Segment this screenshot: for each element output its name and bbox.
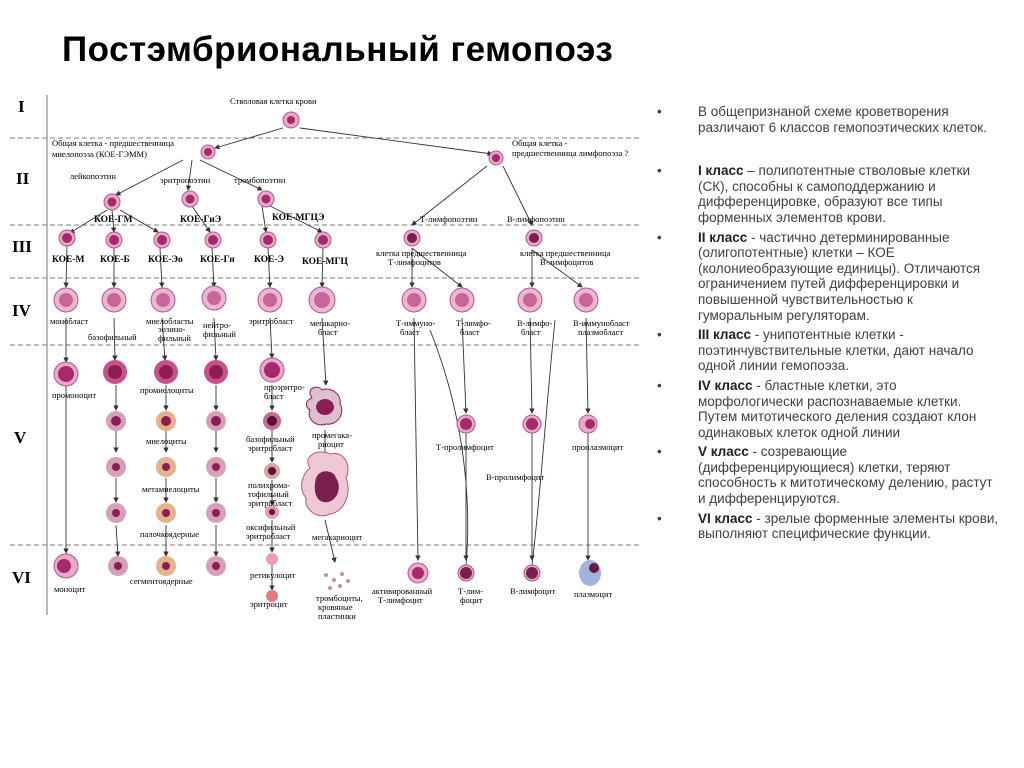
label-b-lymphoblast: В-лимфо- xyxy=(517,318,552,328)
class-label: III xyxy=(12,237,32,256)
label-basophil: базофильный xyxy=(88,332,137,342)
label-koe-gm: КОЕ-ГМ xyxy=(94,215,132,225)
label-monocyte: моноцит xyxy=(54,584,86,594)
page-title: Постэмбриональный гемопоэз xyxy=(62,30,614,69)
label-t-prog: Т-лимфоцитов xyxy=(388,257,441,267)
label-polychromo-erythroblast: тофильный xyxy=(248,489,289,499)
label-t-immunoblast: бласт xyxy=(400,327,420,337)
label-promegakaryocyte: промегака- xyxy=(312,430,352,440)
class-label: II xyxy=(16,169,30,188)
label-koe-mgce: КОЕ-МГЦЭ xyxy=(272,213,324,223)
label-proerythroblast: бласт xyxy=(264,391,284,401)
reticulocyte-cell xyxy=(266,553,278,565)
label-t-prolymphocyte: Т-пролимфоцит xyxy=(436,442,494,452)
label-t-prog: клетка предшественница xyxy=(376,248,466,258)
label-reticulocyte: ретикулоцит xyxy=(250,570,296,580)
note-item: VI класс - зрелые форменные элементы кро… xyxy=(655,511,1000,542)
label-myeloblasts: миелобласты xyxy=(146,316,194,326)
cells xyxy=(53,111,601,602)
class-label: V xyxy=(14,428,27,447)
plasmocyte-cell xyxy=(579,560,601,586)
label-metamyelocytes: метамиелоциты xyxy=(142,484,200,494)
label-platelets: пластинки xyxy=(318,611,356,621)
label-promegakaryocyte: риоцит xyxy=(318,439,344,449)
label-segmented: сегментоядерные xyxy=(130,576,193,586)
platelets xyxy=(324,572,350,590)
label-t-lymphocyte: Т-лим- xyxy=(458,586,483,596)
note-item: В общепризнаной схеме кроветворения разл… xyxy=(655,104,1000,135)
label-platelets: кровяные xyxy=(318,602,353,612)
class-label: I xyxy=(18,97,25,116)
class-label: VI xyxy=(12,568,31,587)
label-koe-b: КОЕ-Б xyxy=(100,255,130,265)
label-plasmoblast: плазмобласт xyxy=(578,327,623,337)
label-b-prog: В-лимфоцитов xyxy=(540,257,593,267)
label-b-prolymphocyte: В-пролимфоцит xyxy=(486,472,544,482)
label-neutro: нейтро- xyxy=(203,320,231,330)
label-lympho-prog: Общая клетка - xyxy=(512,138,568,148)
label-megakaryocyte: мегакариоцит xyxy=(312,532,362,542)
label-monoblast: монобласт xyxy=(50,316,88,326)
label-activated-t-lymphocyte: активированный xyxy=(372,586,433,596)
diagram-labels: Стволовая клетка крови Общая клетка - пр… xyxy=(50,96,630,621)
label-t-lymphoblast: бласт xyxy=(460,327,480,337)
label-plasmocyte: плазмоцит xyxy=(574,589,613,599)
label-myelo-prog: миелопоэза (КОЕ-ГЭММ) xyxy=(52,149,147,159)
label-koe-gie: КОЕ-ГиЭ xyxy=(180,215,221,225)
label-megakaryoblast: бласт xyxy=(318,327,338,337)
note-item: IV класс - бластные клетки, это морфолог… xyxy=(655,378,1000,440)
label-oxyphil-erythroblast: эритробласт xyxy=(246,531,291,541)
lineage-connectors xyxy=(63,127,591,591)
class-label: IV xyxy=(12,301,32,320)
label-myelocytes: миелоциты xyxy=(146,436,187,446)
label-neutro: фильный xyxy=(203,329,236,339)
hematopoiesis-diagram: I II III IV V VI xyxy=(10,95,640,621)
label-polychromo-erythroblast: эритробласт xyxy=(248,498,293,508)
label-proerythroblast: проэритро- xyxy=(264,382,305,392)
label-platelets: тромбоциты, xyxy=(316,593,363,603)
label-oxyphil-erythroblast: оксифильный xyxy=(246,522,296,532)
label-baso-erythroblast: эритробласт xyxy=(248,443,293,453)
label-t-immunoblast: Т-иммуно- xyxy=(396,318,435,328)
label-b-lymphoblast: бласт xyxy=(521,327,541,337)
label-b-lymphocyte: В-лимфоцит xyxy=(510,586,556,596)
label-lympho-prog: предшественница лимфопоэза ? xyxy=(512,148,628,158)
label-baso-erythroblast: базофильный xyxy=(246,434,295,444)
label-koe-m: КОЕ-М xyxy=(52,255,85,265)
label-eosino: фильный xyxy=(158,333,191,343)
note-item: III класс - унипотентные клетки - поэтин… xyxy=(655,327,1000,374)
note-item: V класс - созревающие (дифференцирующиес… xyxy=(655,444,1000,506)
label-leukopoietins: лейкопоэтин xyxy=(70,171,116,181)
label-koe-e: КОЕ-Э xyxy=(254,255,284,265)
note-item: II класс - частично детерминированные (о… xyxy=(655,230,1000,324)
label-b-lymphopoietin: В-лимфопоэтин xyxy=(507,214,565,224)
label-eosino: эозино- xyxy=(158,324,186,334)
class-description-list: В общепризнаной схеме кроветворения разл… xyxy=(655,104,1000,546)
label-erythroblast: эритробласт xyxy=(249,316,294,326)
recirculation-curves xyxy=(429,319,556,566)
label-polychromo-erythroblast: полихрома- xyxy=(248,480,290,490)
erythrocyte-cell xyxy=(266,590,278,602)
label-promyelocytes: промиелоциты xyxy=(140,385,194,395)
note-item: I класс – полипотентные стволовые клетки… xyxy=(655,163,1000,225)
label-t-lymphoblast: Т-лимфо- xyxy=(456,318,491,328)
label-b-prog: клетка предшественница xyxy=(520,248,610,258)
label-megakaryoblast: мегакарио- xyxy=(310,318,350,328)
label-t-lymphocyte: фоцит xyxy=(460,595,483,605)
label-erythrocyte: эритроцит xyxy=(250,599,288,609)
label-koe-gn: КОЕ-Гн xyxy=(200,255,235,265)
label-proplasmocyte: проплазмоцит xyxy=(572,442,624,452)
label-activated-t-lymphocyte: Т-лимфоцит xyxy=(378,595,423,605)
label-stem: Стволовая клетка крови xyxy=(230,96,317,106)
label-erythropoietin: эритропоэтин xyxy=(160,175,211,185)
label-thrombopoietin: тромбопоэтин xyxy=(234,175,286,185)
label-band: палочкоядерные xyxy=(140,529,199,539)
label-myelo-prog: Общая клетка - предшественница xyxy=(52,138,174,148)
label-b-immunoblast: В-иммунобласт xyxy=(573,318,630,328)
label-promonocyte: промоноцит xyxy=(52,390,96,400)
label-koe-mgc: КОЕ-МГЦ xyxy=(302,257,349,267)
label-koe-eo: КОЕ-Эо xyxy=(148,255,183,265)
label-t-lymphopoietin: Т-лимфопоэтин xyxy=(420,214,478,224)
